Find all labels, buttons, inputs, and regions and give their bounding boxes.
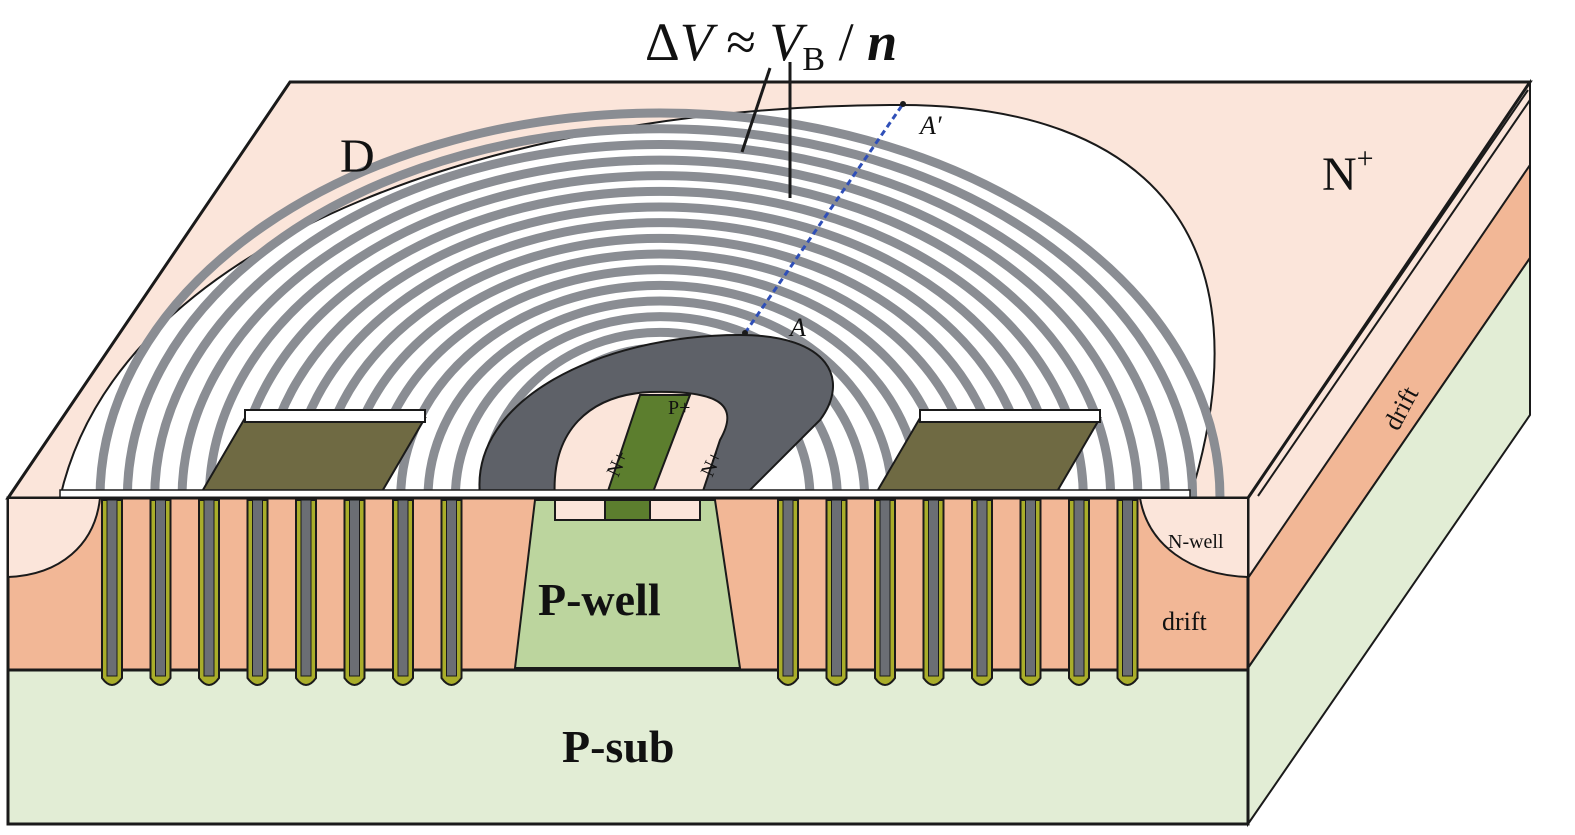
nwell-right xyxy=(1138,497,1249,579)
front-face-psub xyxy=(6,668,1250,826)
deep-trench xyxy=(922,499,945,686)
p-plus-front xyxy=(604,499,651,521)
label-p-plus: P+ xyxy=(668,397,690,419)
spiral-ring xyxy=(396,280,924,498)
spiral-ring xyxy=(341,249,979,498)
label-drift-front: drift xyxy=(1162,607,1208,636)
spiral-ring xyxy=(368,265,952,498)
point-a-prime-marker xyxy=(900,101,906,107)
spiral-ring xyxy=(204,171,1116,498)
nwell-left xyxy=(7,497,102,579)
front-face xyxy=(6,496,1250,826)
spiral-ring xyxy=(423,296,897,498)
deep-trench xyxy=(874,499,896,686)
side-face xyxy=(1247,78,1531,828)
n-plus-source-right xyxy=(649,499,701,521)
deep-trench xyxy=(149,499,172,686)
label-n-well: N-well xyxy=(1168,531,1224,553)
formula-delta-v: ΔV ≈ VB / n xyxy=(645,12,897,78)
spiral-ring xyxy=(259,202,1061,498)
deep-trench xyxy=(392,499,414,686)
deep-trench xyxy=(440,499,463,686)
label-p-sub: P-sub xyxy=(562,721,674,772)
deep-trench xyxy=(1019,499,1042,686)
n-plus-source-left xyxy=(554,499,606,521)
label-p-well: P-well xyxy=(538,574,661,625)
trench-cap-left xyxy=(244,409,426,423)
spiral-ring xyxy=(95,108,1225,498)
spiral-ring xyxy=(122,124,1198,498)
spiral-ring xyxy=(232,187,1088,498)
deep-trench xyxy=(198,499,220,686)
spiral-ring xyxy=(450,312,870,498)
point-a-marker xyxy=(742,330,748,336)
deep-trench xyxy=(246,499,269,686)
deep-trench xyxy=(777,499,799,686)
deep-trench xyxy=(1068,499,1090,686)
label-n-plus-top: N+ xyxy=(1322,142,1374,201)
deep-trench xyxy=(825,499,848,686)
deep-trench xyxy=(101,499,123,686)
side-face-oxide-line-2 xyxy=(1257,99,1531,497)
spiral-ring xyxy=(314,234,1006,498)
spiral-ring xyxy=(150,140,1170,498)
deep-trench xyxy=(1116,499,1139,686)
label-point-a-prime: A′ xyxy=(918,111,942,140)
deep-trench xyxy=(971,499,993,686)
deep-trench-array xyxy=(101,499,1139,686)
label-point-a: A xyxy=(788,313,806,342)
pitch-marker-slant xyxy=(740,67,772,153)
cut-line-a-a-prime xyxy=(743,103,905,334)
top-face xyxy=(5,80,1533,500)
p-plus-body-contact xyxy=(603,394,692,498)
surface-oxide-strip xyxy=(59,489,1191,498)
trench-cap-right xyxy=(919,409,1101,423)
deep-trench xyxy=(343,499,366,686)
deep-trench xyxy=(295,499,317,686)
spiral-ring xyxy=(286,218,1034,498)
spiral-ring xyxy=(177,155,1143,498)
label-drain: D xyxy=(340,130,375,183)
